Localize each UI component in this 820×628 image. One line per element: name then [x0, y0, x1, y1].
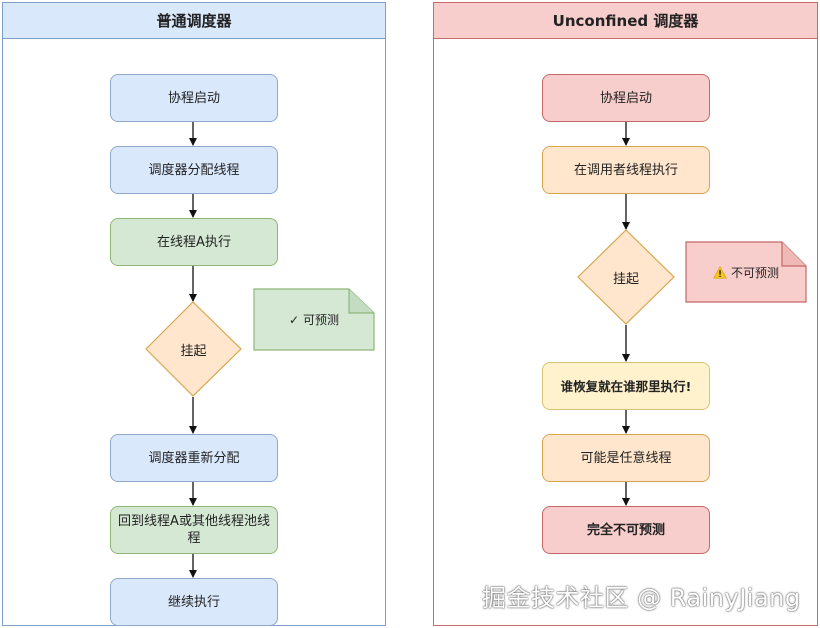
r-step-execute-on-caller-thread: 在调用者线程执行 [542, 146, 710, 194]
suspend-decision-shape [145, 301, 242, 397]
r-step-totally-unpredictable: 完全不可预测 [542, 506, 710, 554]
predictable-note-shape [253, 288, 375, 351]
step-return-to-thread: 回到线程A或其他线程池线程 [110, 506, 278, 554]
normal-dispatcher-title: 普通调度器 [3, 3, 385, 39]
unconfined-dispatcher-title: Unconfined 调度器 [434, 3, 817, 39]
predictable-note-label: 可预测 [303, 313, 340, 327]
unpredictable-note-shape [685, 241, 807, 303]
r-suspend-decision-shape [577, 229, 675, 325]
unpredictable-note: 不可预测 [686, 242, 806, 302]
step-dispatcher-assign-thread: 调度器分配线程 [110, 146, 278, 194]
predictable-note: ✓ 可预测 [254, 289, 374, 350]
r-suspend-label: 挂起 [612, 271, 639, 287]
step-continue-execution: 继续执行 [110, 578, 278, 626]
r-step-resume-where-resumed: 谁恢复就在谁那里执行! [542, 362, 710, 410]
suspend-label: 挂起 [180, 343, 207, 359]
normal-dispatcher-panel: 普通调度器 [2, 2, 386, 626]
r-step-coroutine-start: 协程启动 [542, 74, 710, 122]
unpredictable-note-label: 不可预测 [730, 265, 779, 280]
step-dispatcher-reassign: 调度器重新分配 [110, 434, 278, 482]
warning-icon [713, 265, 727, 279]
unconfined-dispatcher-panel: Unconfined 调度器 [433, 2, 818, 626]
watermark: 掘金技术社区 @ RainyJiang [482, 584, 801, 612]
r-step-any-thread: 可能是任意线程 [542, 434, 710, 482]
check-icon: ✓ [288, 312, 300, 327]
step-execute-on-thread-a: 在线程A执行 [110, 218, 278, 266]
step-coroutine-start: 协程启动 [110, 74, 278, 122]
